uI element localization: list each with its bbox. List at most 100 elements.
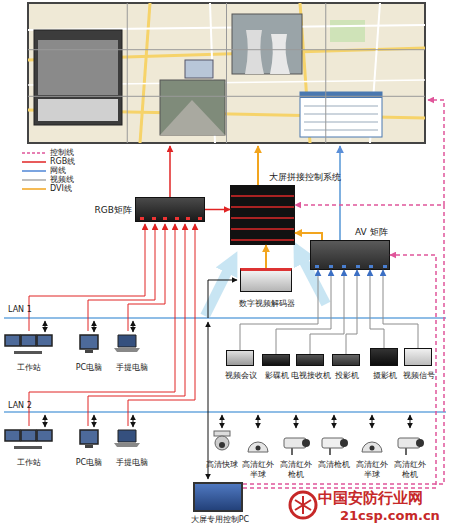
table-rows [304, 106, 378, 130]
legend-text: 视频线 [50, 175, 90, 185]
pc-stand [85, 350, 93, 353]
monitor-icon [37, 335, 52, 346]
device-box: 大屏专用控制PC [193, 482, 243, 512]
map-road [140, 3, 150, 143]
port-dot [369, 265, 373, 268]
watermark-text: 21csp.com.cn [340, 508, 448, 523]
device-label: 电视接收机 [289, 371, 333, 381]
photo-window [160, 80, 225, 135]
legend-sample [22, 179, 46, 181]
part-label: 工作站 [8, 363, 50, 373]
speed-dome [215, 436, 229, 450]
legend-text: 控制线 [50, 148, 90, 158]
window-bar [300, 92, 382, 98]
pc-icon [80, 335, 98, 349]
device-box: 投影机 [332, 354, 360, 366]
pc-stand [85, 445, 93, 448]
logo-ring [290, 492, 316, 518]
camera-mount [291, 448, 293, 455]
rgb-wire [128, 224, 195, 426]
photo-window [232, 14, 302, 74]
connector [240, 270, 318, 350]
monitor-icon [37, 430, 52, 441]
watermark-text: 中国安防行业网 [318, 490, 448, 507]
rgb-wire [88, 224, 155, 331]
panel-seams [28, 3, 425, 143]
device-label: AV 矩阵 [355, 227, 397, 238]
net-arrow [334, 415, 335, 428]
dome-mount [214, 431, 230, 436]
map-park [330, 20, 365, 42]
part-label: 高清红外 枪机 [393, 460, 427, 480]
net-arrow [45, 415, 46, 427]
device-label: 视频信号 [397, 371, 441, 381]
connector [205, 209, 230, 211]
port-dot [383, 265, 387, 268]
net-arrow [372, 415, 373, 428]
pc-icon [80, 430, 98, 444]
device-label: 大屏拼接控制系统 [269, 172, 359, 183]
half-dome [248, 442, 268, 452]
part-label: 高清红外 半球 [241, 460, 275, 480]
device-box: 电视接收机 [296, 354, 324, 366]
part-label: LAN 2 [8, 401, 42, 411]
connector [243, 255, 436, 488]
legend-text: RGB线 [50, 157, 90, 167]
part-label: 高清枪机 [317, 460, 351, 470]
laptop-icon [118, 335, 136, 347]
dvi-line [257, 146, 259, 185]
port-dot [356, 265, 360, 268]
camera-lens [340, 439, 348, 447]
device-box: 视频会议 [226, 350, 254, 366]
app-window [34, 30, 122, 125]
device-label: 数字视频解码器 [222, 299, 312, 309]
video-line [339, 146, 341, 240]
connector [243, 205, 444, 484]
net-arrow [222, 415, 223, 428]
net-arrow [94, 321, 95, 332]
port-dot [186, 217, 190, 220]
device-box: AV 矩阵 [310, 240, 390, 270]
laptop-base [114, 443, 140, 447]
logo-mark [295, 496, 311, 514]
device-label: 视频会议 [219, 371, 263, 381]
net-arrow [133, 415, 134, 427]
connector [295, 233, 322, 240]
rgb-wire [128, 224, 165, 331]
monitor-icon [5, 335, 20, 346]
part-label: LAN 1 [8, 305, 42, 315]
part-label: 工作站 [8, 458, 50, 468]
device-box: 摄影机 [370, 348, 398, 366]
device-box: 大屏拼接控制系统 [230, 185, 295, 245]
legend-sample [22, 170, 46, 172]
part-label: PC电脑 [72, 458, 106, 468]
connector [276, 270, 331, 354]
device-label: 投影机 [325, 371, 369, 381]
connector [310, 270, 344, 354]
port-dot [342, 265, 346, 268]
legend-sample [22, 152, 46, 154]
small-window [185, 60, 213, 78]
keyboard-icon [14, 351, 42, 354]
port-dot [140, 217, 144, 220]
keyboard-icon [14, 446, 42, 449]
part-label: 高清快球 [205, 460, 239, 470]
app-pane [38, 99, 118, 121]
device-label: 摄影机 [363, 371, 407, 381]
device-label: RGB矩阵 [84, 205, 132, 216]
legend-sample [22, 188, 46, 190]
port-dot [175, 217, 179, 220]
legend-sample [22, 161, 46, 163]
part-label: 手提电脑 [110, 458, 154, 468]
laptop-icon [118, 430, 136, 442]
net-arrow [94, 415, 95, 427]
net-arrow [258, 415, 259, 428]
cooling-tower [245, 30, 264, 74]
rgb-wire [88, 224, 185, 426]
part-label: PC电脑 [72, 363, 106, 373]
camera-lens [416, 439, 424, 447]
device-box: 视频信号 [404, 348, 432, 366]
net-arrow [410, 415, 411, 428]
legend-text: DVI线 [50, 184, 90, 194]
